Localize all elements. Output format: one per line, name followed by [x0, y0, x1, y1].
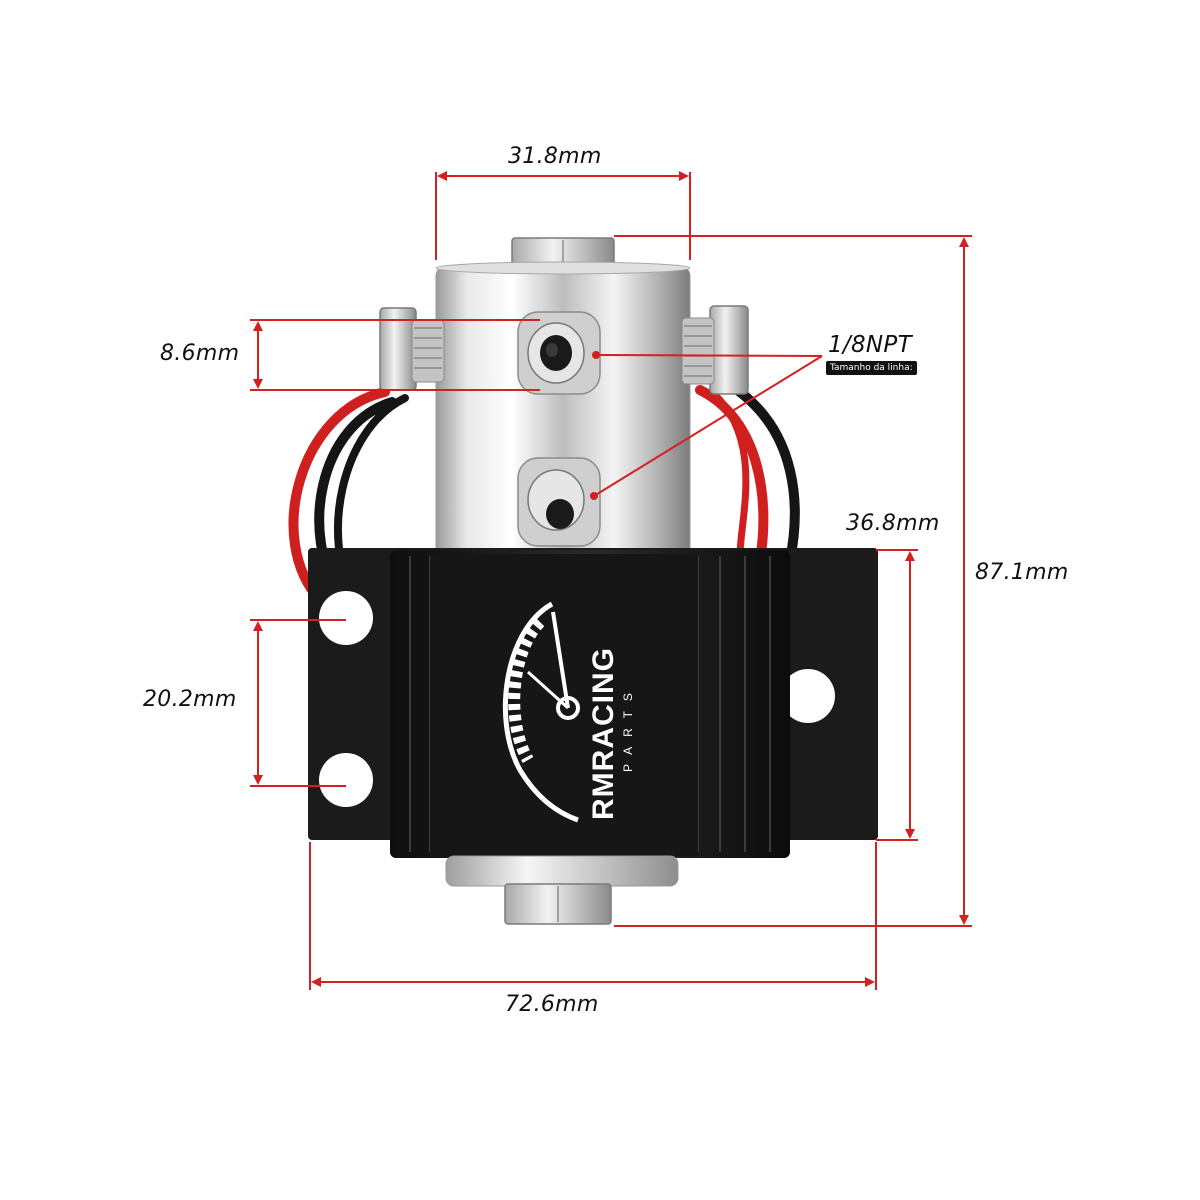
black-housing	[390, 550, 790, 858]
chrome-cylinder	[435, 261, 691, 559]
dim-port-spacing: 8.6mm	[160, 341, 240, 366]
bracket-hole-right	[781, 669, 835, 723]
bracket-hole-lower	[319, 753, 373, 807]
dimension-lines	[250, 171, 972, 990]
dim-thread: 1/8NPT	[828, 332, 912, 358]
dim-hole-spacing: 20.2mm	[143, 687, 237, 712]
dim-bracket-height: 36.8mm	[846, 511, 940, 536]
brand-sub: PARTS	[621, 683, 635, 772]
dim-width-top: 31.8mm	[508, 144, 602, 169]
dim-overall-width: 72.6mm	[505, 992, 599, 1017]
right-terminal	[681, 305, 749, 395]
bottom-cap	[445, 855, 679, 925]
bracket-hole-upper	[319, 591, 373, 645]
thread-note: Tamanho da linha:	[826, 361, 917, 375]
brand-name: RMRACING	[587, 647, 620, 820]
lower-port	[517, 457, 601, 547]
dim-overall-height: 87.1mm	[975, 560, 1069, 585]
upper-port	[517, 311, 601, 395]
gauge-logo-icon	[502, 601, 580, 823]
left-terminal	[379, 307, 445, 391]
